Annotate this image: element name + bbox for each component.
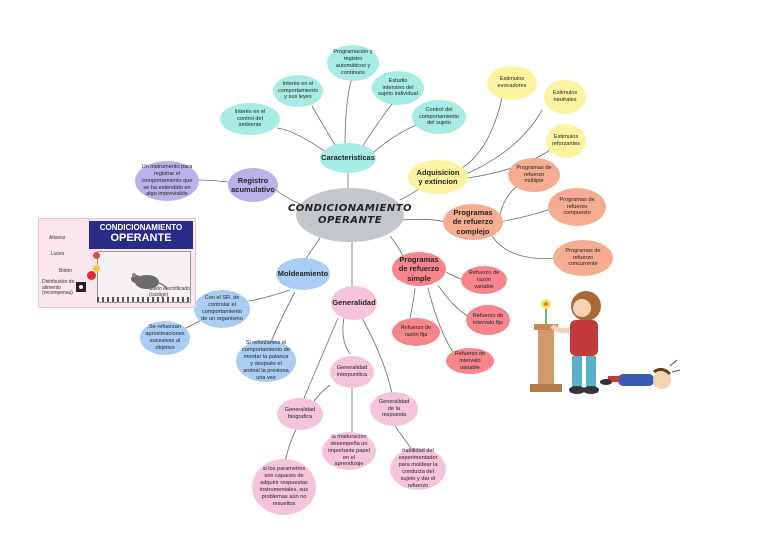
central-title-line2: OPERANTE (317, 215, 383, 226)
label-boton: Botón (59, 268, 73, 274)
habilidad-node: habilidad del experimentador para moldea… (390, 448, 446, 490)
reforzamos-node: Si reforzamos el comportamiento de morda… (236, 340, 296, 382)
light-icon (93, 252, 100, 259)
label-luces: Luces (51, 251, 65, 257)
biografica-node: Generalidad biografica (277, 398, 323, 430)
estudio-intensivo-node: Estudio intensivo del sujeto individual (372, 71, 424, 105)
interes-comportamiento-node: Interés en el comportamiento y sus leyes (273, 75, 323, 107)
central-title-line1: CONDICIONAMIENTO (287, 202, 413, 214)
se-refuerzan-node: Se refuerzan aproximaciones sucesivas al… (140, 321, 190, 355)
central-node: CONDICIONAMIENTO OPERANTE (288, 188, 412, 242)
reforzantes-node: Estimulos reforzantes (546, 124, 586, 158)
light-icon (93, 265, 100, 272)
label-dispensador: Distribuidor de alimento (recompensa) (42, 279, 75, 296)
maduracion-node: la maduración desempeña un importante pa… (322, 432, 376, 470)
skinner-title-banner: CONDICIONAMIENTO OPERANTE (89, 221, 193, 249)
multiple-node: Programas de refuerzo múltiple (508, 158, 560, 192)
interes-control-node: Interés en el control del ambiente (220, 103, 280, 135)
moldeamiento-node: Moldeamiento (276, 258, 330, 290)
adquisicion-node: Adquisicion y extincion (408, 160, 468, 194)
concurrente-node: Programas de refuerzo concurrente (553, 240, 613, 276)
label-suelo: Suelo electrificado (castigo) (149, 286, 190, 298)
programacion-node: Programación y registro automáticos y co… (327, 45, 379, 81)
boy-watering-cartoon (530, 291, 681, 394)
registro-instrumento-node: Un instrumento para registrar el comport… (135, 161, 199, 201)
intervalo-fijo-node: Refuerzo de intervalo fijo (466, 305, 510, 335)
con-el-sr-node: Con el SR. de controlar el comportamient… (194, 290, 250, 328)
rat-icon (131, 273, 167, 291)
respuesta-node: Generalidad de la respuesta (370, 392, 418, 426)
control-comportamiento-node: Control del comportamiento del sujeto (412, 100, 466, 134)
label-altavoz: Altavoz (49, 235, 66, 241)
skinner-title-line2: OPERANTE (110, 232, 172, 244)
electrified-floor-grid (97, 297, 189, 302)
skinner-title-line1: CONDICIONAMIENTO (99, 223, 183, 232)
interespecifica-node: Generalidad interpunitica (330, 356, 374, 388)
button-icon (87, 271, 96, 280)
programas-complejo-node: Programas de refuerzo complejo (443, 204, 503, 240)
evocadores-node: Estimulos evocadores (487, 66, 537, 100)
caracteristicas-node: Caracteristicas (320, 143, 376, 173)
razon-fija-node: Refuerzo de razón fija (392, 318, 440, 346)
razon-variable-node: Refuerzo de razón variable (461, 266, 507, 294)
compuesto-node: Programas de refuerzo compuesto (548, 188, 606, 226)
neutrales-node: Estimulos neutrales (544, 80, 586, 114)
registro-node: Registro acumulativo (228, 168, 278, 202)
intervalo-variable-node: Refuerzo de intervalo variable (446, 348, 494, 374)
skinner-box-illustration: CONDICIONAMIENTO OPERANTE Altavoz Luces … (38, 218, 196, 308)
generalidad-node: Generalidad (331, 286, 377, 320)
parametros-node: si los parametros son capaces de adquiri… (252, 459, 316, 515)
programas-simple-node: Programas de refuerzo simple (392, 252, 446, 286)
food-dispenser-icon (76, 282, 86, 292)
